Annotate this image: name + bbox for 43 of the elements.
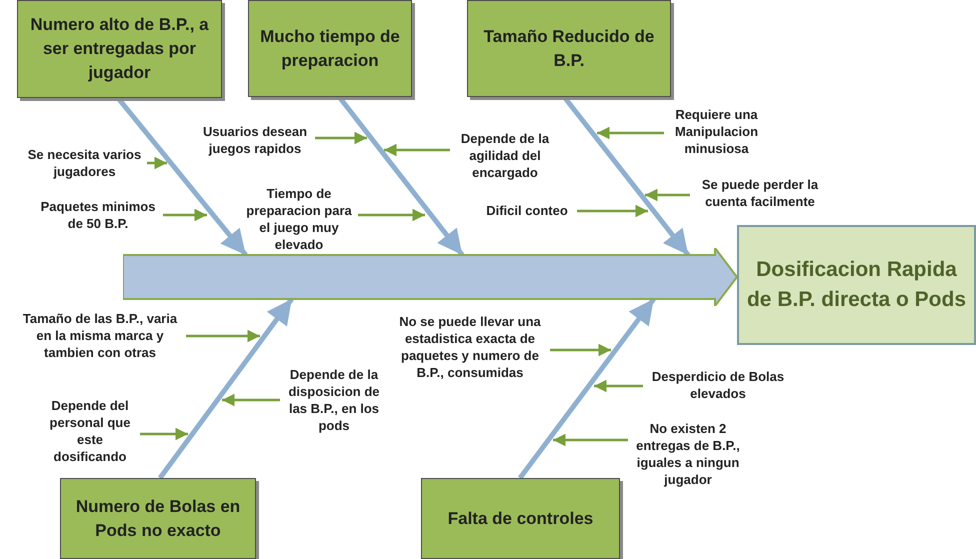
cause-text: Depende del personal que este dosificando [40,397,140,465]
arrow [222,394,280,406]
category-title: Falta de controles [448,508,594,530]
category-title: Numero alto de B.P., a ser entregadas por jugador [29,14,210,84]
bone-arrow [518,298,656,480]
cause-text: No existen 2 entregas de B.P., iguales a ningun jugador [628,420,748,488]
category-title: Tamaño Reducido de B.P. [482,26,656,72]
category-title: Mucho tiempo de preparacion [259,26,401,72]
cause-text: Desperdicio de Bolas elevados [643,368,793,402]
spine-arrow [123,248,737,306]
category-box [248,0,412,97]
cause-text: Usuarios desean juegos rapidos [195,123,315,157]
cause-text: Depende de la agilidad del encargado [450,130,560,181]
arrow [594,380,643,392]
cause-text: Paquetes minimos de 50 B.P. [33,198,163,232]
cause-text: Se puede perder la cuenta facilmente [690,176,830,210]
bone-arrow [158,298,294,480]
arrow [140,428,188,440]
cause-text: Dificil conteo [477,202,577,219]
category-box [60,478,256,559]
arrow [597,126,664,140]
category-box [467,0,671,97]
effect-title: Dosificacion Rapida de B.P. directa o Pods [746,257,967,313]
arrow [163,208,207,222]
arrow [645,188,690,202]
arrow [577,204,648,218]
category-box [421,478,620,559]
category-title: Numero de Bolas en Pods no exacto [74,496,242,542]
arrow [315,132,367,144]
arrow [358,208,425,222]
arrow [550,344,611,356]
cause-text: Depende de la disposicion de las B.P., en los pods [280,366,388,434]
cause-text: Tamaño de las B.P., varia en la misma marca y tambien con otras [14,310,186,361]
category-box [17,0,222,98]
arrow [553,434,628,446]
cause-text: Tiempo de preparacion para el juego muy elevado [240,185,358,253]
arrow [186,330,260,342]
cause-text: Se necesita varios jugadores [22,146,147,180]
cause-text: No se puede llevar una estadistica exacta de paquetes y numero de B.P., consumidas [390,313,550,381]
arrow [384,144,450,156]
cause-text: Requiere una Manipulacion minusiosa [664,106,769,157]
effect-box [737,225,976,345]
arrow [147,156,167,170]
